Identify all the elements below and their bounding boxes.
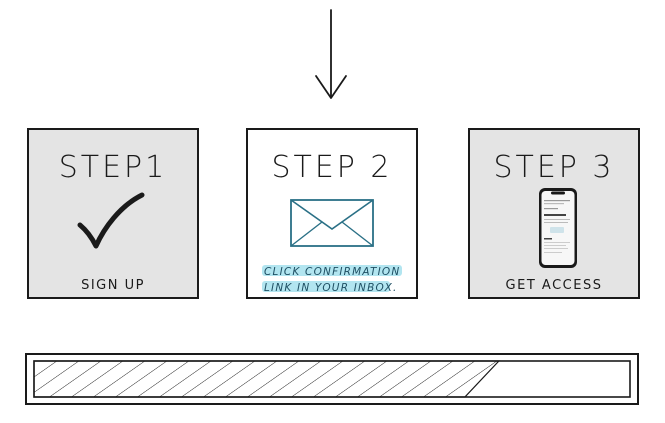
down-arrow-icon — [315, 9, 347, 99]
checkmark-icon — [77, 192, 145, 249]
progress-bar-fill — [33, 360, 501, 398]
step-2-caption-line-2: LINK IN YOUR INBOX. — [264, 282, 398, 294]
step-2-card: STEP 2 CLICK CONFIRMATION LINK IN YOUR I… — [246, 128, 418, 299]
step-3-card: STEP 3 GET ACCESS — [468, 128, 640, 299]
step-3-title: STEP 3 — [493, 150, 614, 185]
envelope-icon — [290, 199, 374, 247]
phone-icon — [539, 188, 577, 268]
progress-bar — [25, 353, 639, 405]
step-1-caption: SIGN UP — [81, 278, 145, 293]
step-1-title: STEP1 — [59, 150, 168, 185]
step-3-caption: GET ACCESS — [506, 278, 603, 293]
confirmation-highlight — [262, 265, 402, 292]
step-2-title: STEP 2 — [271, 150, 392, 185]
step-2-caption-line-1: CLICK CONFIRMATION — [264, 266, 400, 278]
step-1-card: STEP1 SIGN UP — [27, 128, 199, 299]
